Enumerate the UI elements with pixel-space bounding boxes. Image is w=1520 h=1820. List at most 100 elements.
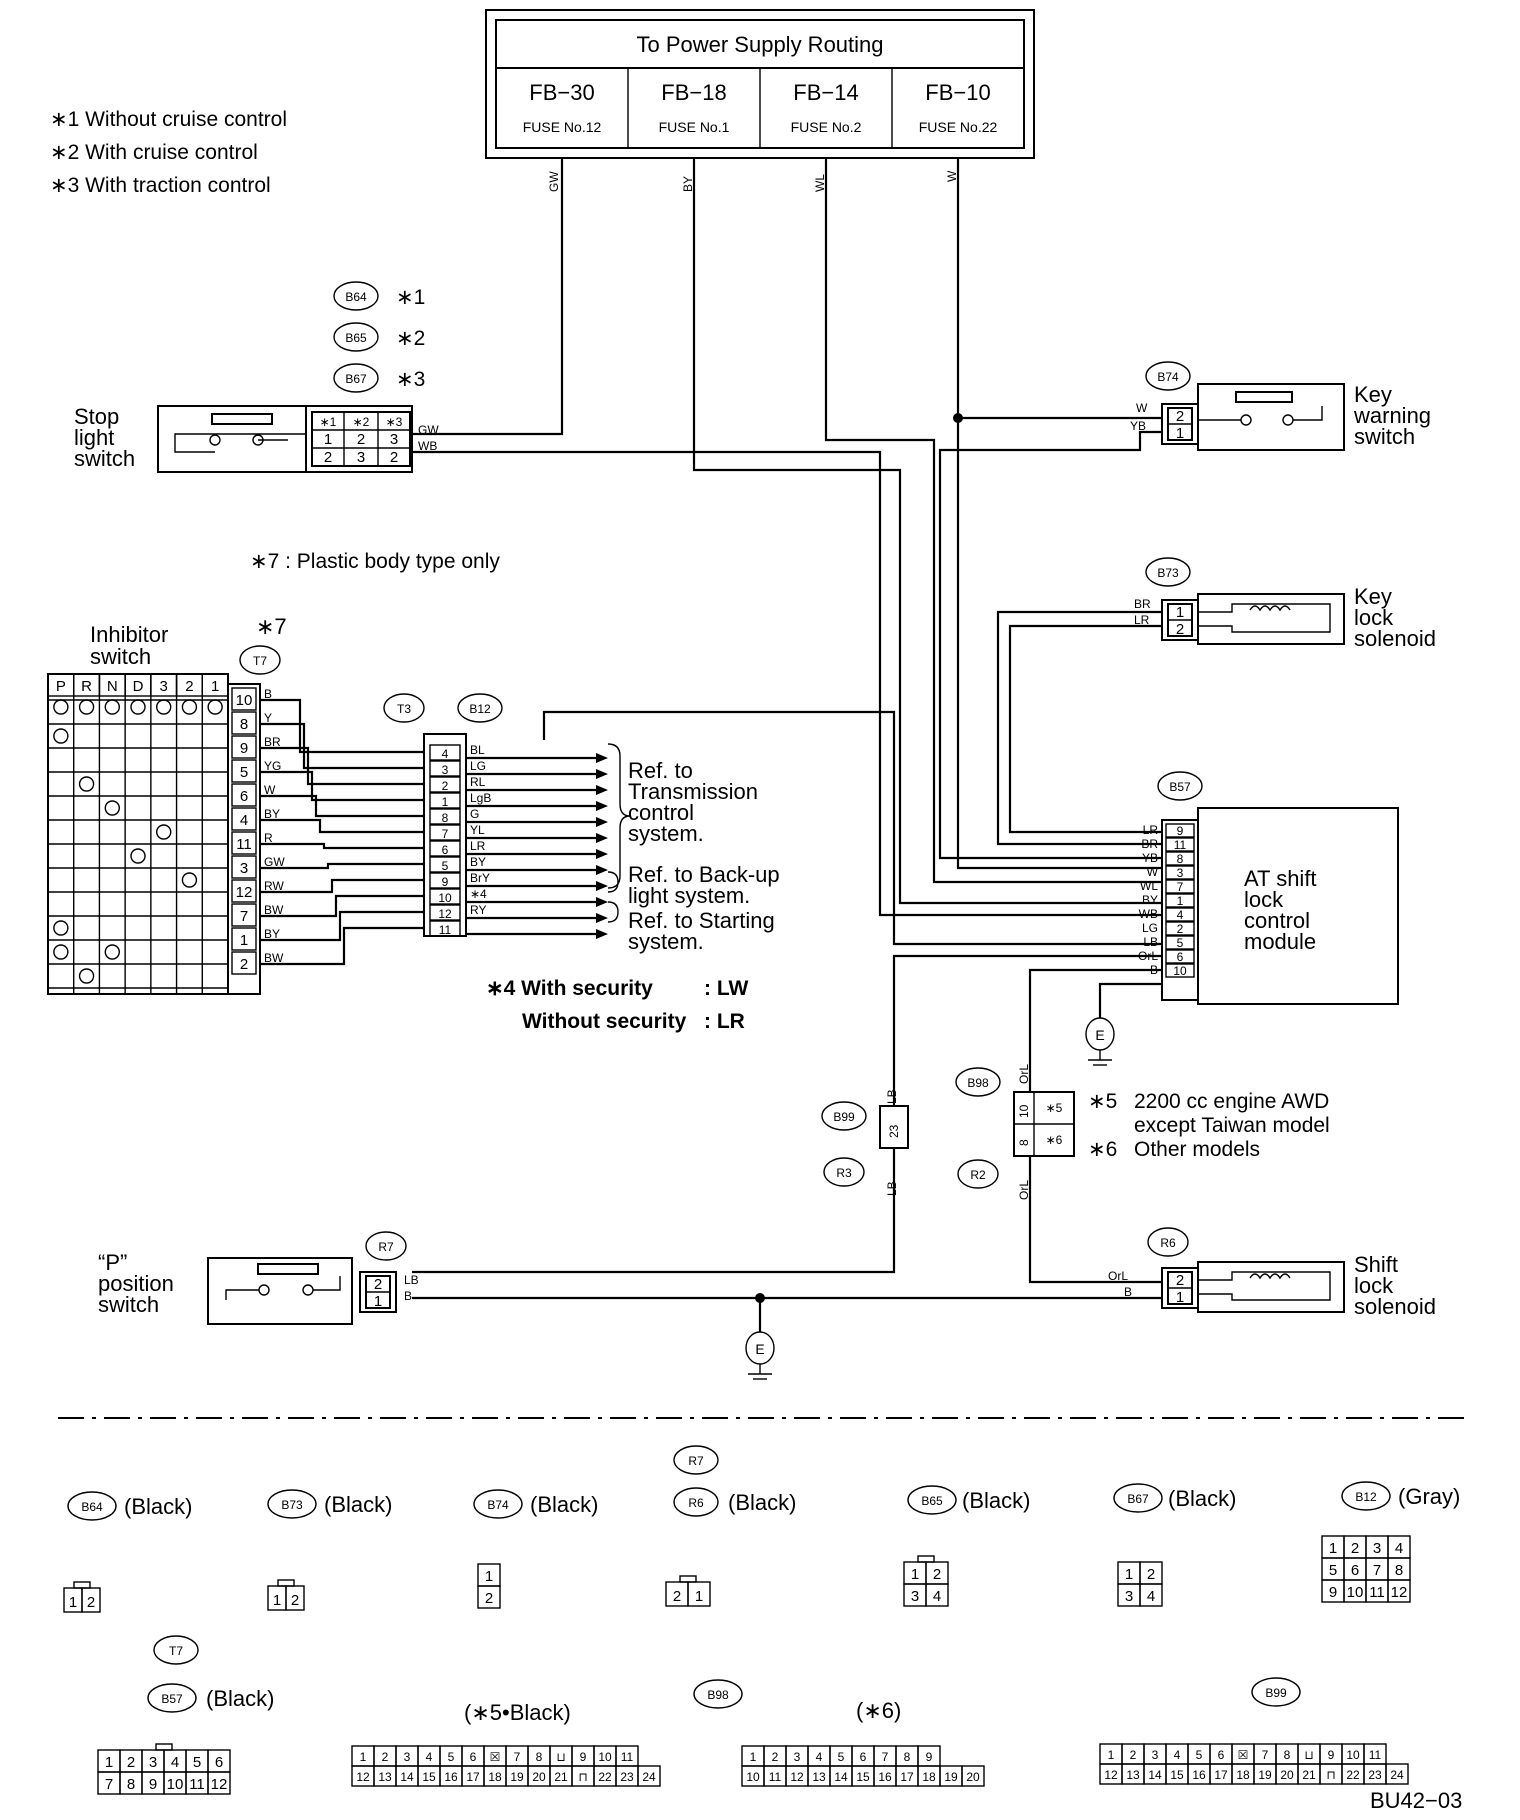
svg-text:B12: B12: [1355, 1490, 1377, 1504]
p-switch-label: switch: [98, 1292, 159, 1317]
connector-pin: 13: [378, 1770, 392, 1784]
fuse-number: FUSE No.22: [919, 119, 998, 135]
note-5-mark: ∗5: [1088, 1090, 1117, 1113]
wire-label: WB: [418, 439, 437, 453]
module-pin: 8: [1177, 852, 1184, 866]
svg-text:Transmission: Transmission: [628, 779, 758, 804]
connector-pin: 7: [1262, 1748, 1269, 1762]
wire-label: G: [470, 807, 479, 821]
wire-label: BrY: [470, 871, 490, 885]
connector-pin: 11: [189, 1776, 205, 1793]
wire-label: GW: [264, 855, 285, 869]
connector-pin: 18: [488, 1770, 502, 1784]
power-supply-box: To Power Supply Routing FB−30 FUSE No.12…: [485, 9, 1035, 159]
connector-pin: 3: [911, 1588, 919, 1605]
svg-text:3: 3: [390, 431, 398, 448]
connector-pin: 12: [1391, 1584, 1408, 1601]
connector-pin: 15: [856, 1770, 870, 1784]
connector-pin: ☒: [490, 1750, 501, 1764]
connector-pin: 9: [1328, 1748, 1335, 1762]
connector-pin: 12: [790, 1770, 804, 1784]
note-6-mark: ∗6: [1088, 1138, 1117, 1161]
connector-pin: 16: [1192, 1768, 1206, 1782]
fuse-code: FB−18: [661, 80, 726, 105]
inhibitor-pin: 8: [240, 716, 248, 733]
connector-pin: 22: [1346, 1768, 1360, 1782]
svg-text:R6: R6: [688, 1496, 704, 1510]
wire-label: YB: [1130, 419, 1146, 433]
connector-pin: 12: [211, 1776, 228, 1793]
module-pin: 6: [1177, 950, 1184, 964]
inhibitor-pin: 11: [236, 836, 252, 853]
connector-pin: 11: [1369, 1584, 1385, 1601]
mark: ∗3: [396, 368, 425, 391]
connector-pin: 8: [904, 1750, 911, 1764]
note-3: ∗3 With traction control: [50, 174, 271, 197]
connector-pin: 24: [1390, 1768, 1404, 1782]
svg-text:B57: B57: [161, 1692, 183, 1706]
key-warning-label: Key: [1354, 382, 1392, 407]
svg-text:2: 2: [357, 431, 365, 448]
wire-label: BY: [681, 176, 695, 192]
connector-pin: 1: [360, 1750, 367, 1764]
wire-label: LR: [1143, 823, 1159, 837]
fuse-number: FUSE No.2: [791, 119, 862, 135]
connector-pin: 10: [598, 1750, 612, 1764]
svg-text:2: 2: [374, 1276, 382, 1293]
connector-pin: ⊔: [1304, 1748, 1313, 1762]
svg-text:2: 2: [1176, 1272, 1184, 1289]
connector-pin: 17: [900, 1770, 914, 1784]
t3-pin: 8: [442, 811, 449, 825]
wire-label: ∗4: [470, 887, 487, 901]
module-pin: 1: [1177, 894, 1184, 908]
connector-pin: 20: [966, 1770, 980, 1784]
connector-pin: 23: [1368, 1768, 1382, 1782]
svg-text:T7: T7: [169, 1644, 183, 1658]
connector-pin: 19: [944, 1770, 958, 1784]
conn-tag: R2: [970, 1168, 986, 1182]
connector-cell: [961, 1765, 985, 1787]
svg-text:B67: B67: [1127, 1492, 1149, 1506]
connector-cell: [637, 1765, 661, 1787]
connector-pin: 17: [466, 1770, 480, 1784]
contact-circle: [104, 800, 120, 816]
connector-pin: 19: [1258, 1768, 1272, 1782]
connector-pin: 1: [911, 1566, 919, 1583]
connector-pin: 2: [87, 1594, 95, 1611]
svg-text:1: 1: [1176, 604, 1184, 621]
key-lock-label: Key: [1354, 584, 1392, 609]
connector-pin: 14: [400, 1770, 414, 1784]
connector-pin: 8: [127, 1776, 135, 1793]
t3-pin: 9: [442, 875, 449, 889]
connector-pin: 22: [598, 1770, 612, 1784]
ground-symbol: E: [1085, 1017, 1115, 1066]
connector-pin: 12: [1104, 1768, 1118, 1782]
connector-pin: 1: [1329, 1540, 1337, 1557]
svg-text:Ref. to Starting: Ref. to Starting: [628, 908, 775, 933]
svg-text:B74: B74: [487, 1498, 509, 1512]
svg-text:3: 3: [357, 449, 365, 466]
conn-tag: B74: [1157, 370, 1179, 384]
mark: ∗1: [320, 415, 337, 429]
connector-pin: 13: [1126, 1768, 1140, 1782]
wire-label: BR: [264, 735, 281, 749]
connector-pin: 2: [127, 1754, 135, 1771]
wire-label: W: [1136, 401, 1148, 415]
connector-pin: 19: [510, 1770, 524, 1784]
svg-text:B65: B65: [921, 1494, 943, 1508]
wire-label: W: [264, 783, 276, 797]
wire-label: BY: [264, 927, 280, 941]
connector-pin: 16: [878, 1770, 892, 1784]
t3-pin: 4: [442, 747, 449, 761]
wire-label: YG: [264, 759, 281, 773]
connector-pin: 21: [554, 1770, 568, 1784]
svg-text:B99: B99: [1265, 1686, 1287, 1700]
svg-text:(Black): (Black): [962, 1488, 1030, 1513]
svg-text:system.: system.: [628, 821, 704, 846]
module-pin: 5: [1177, 936, 1184, 950]
connector-pin: 24: [642, 1770, 656, 1784]
contact-circle: [53, 728, 69, 744]
svg-text:2: 2: [324, 449, 332, 466]
